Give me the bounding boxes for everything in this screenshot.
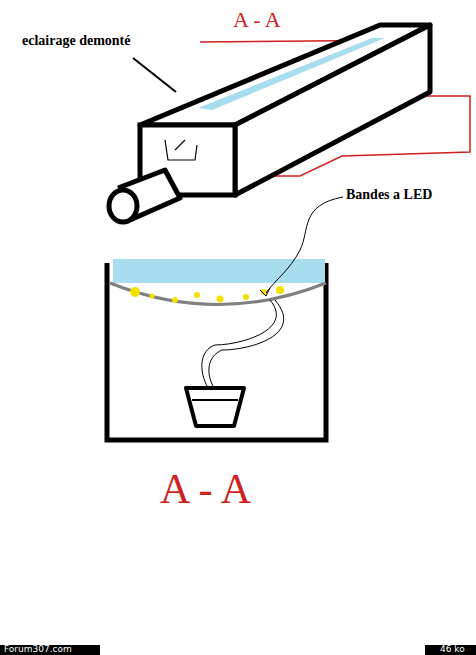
part-label: eclairage demonté: [22, 33, 130, 48]
section-label: A - A: [233, 8, 281, 32]
reflector-arc: [110, 283, 326, 305]
leader-arrowhead: [260, 288, 270, 296]
section-housing: [107, 263, 326, 440]
box-side-face: [235, 25, 430, 195]
file-size: 46 ko: [440, 645, 465, 655]
wire: [202, 300, 284, 388]
watermark: Forum307.com: [4, 645, 72, 655]
cylinder-end: [109, 190, 137, 222]
leader-line: [266, 197, 343, 293]
inner-detail: [165, 140, 197, 160]
leader-line: [133, 58, 176, 92]
footer-bar: [0, 645, 100, 655]
transformer-rim: [192, 399, 238, 401]
section-label: A - A: [160, 466, 251, 512]
footer-bar: [425, 645, 476, 655]
part-label: Bandes a LED: [346, 187, 432, 202]
transformer: [186, 388, 244, 426]
led-dots: [130, 286, 284, 303]
diffuser: [113, 259, 325, 283]
